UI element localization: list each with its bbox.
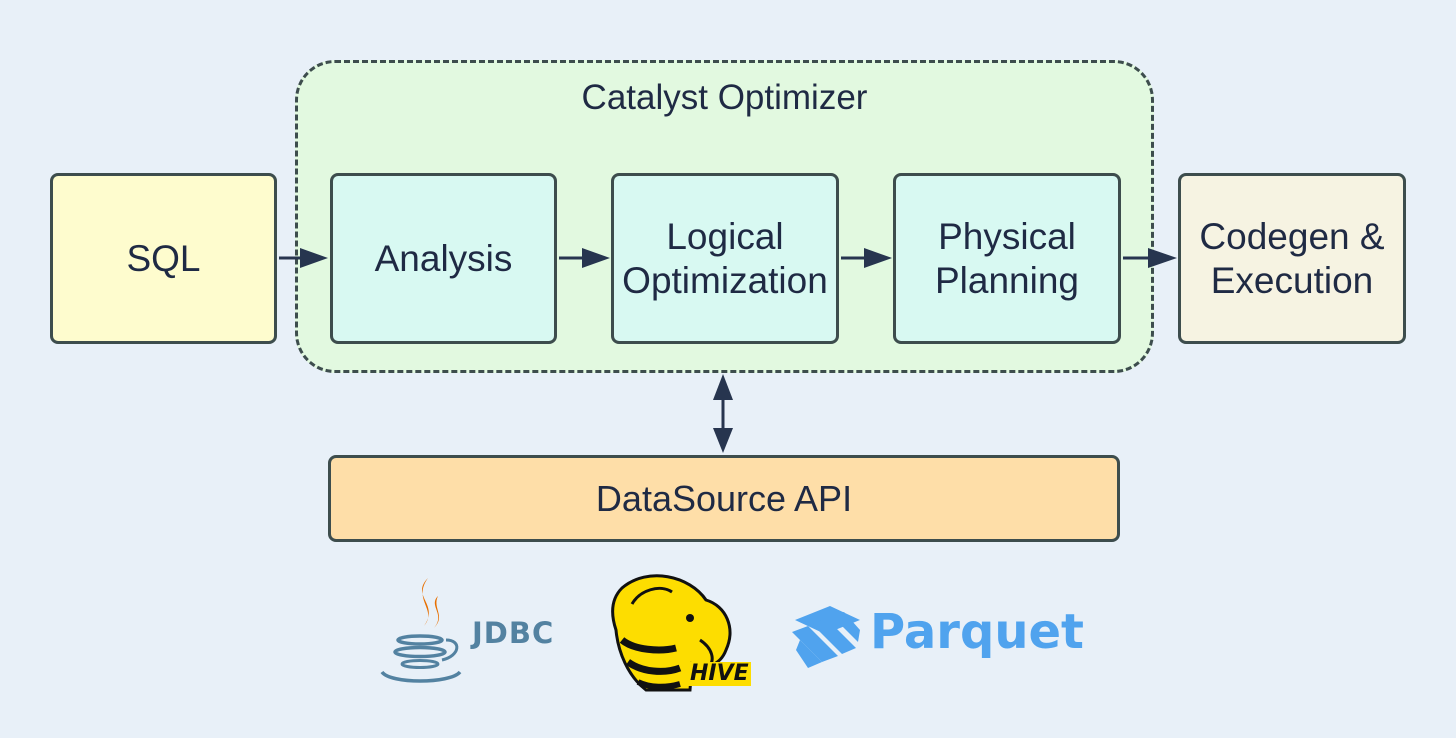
parquet-logo-label: Parquet — [870, 604, 1084, 660]
sql-node-label: SQL — [126, 237, 201, 279]
analysis-node: Analysis — [330, 173, 557, 344]
physical-planning-node: Physical Planning — [893, 173, 1121, 344]
arrow-analysis-to-logical — [559, 248, 610, 268]
codegen-execution-label-line1: Codegen & — [1199, 215, 1385, 257]
codegen-execution-node: Codegen & Execution — [1178, 173, 1406, 344]
arrow-physical-to-codegen — [1123, 248, 1177, 268]
logical-optimization-node: Logical Optimization — [611, 173, 839, 344]
hive-logo-label: HIVE — [688, 661, 751, 686]
physical-planning-label-line2: Planning — [934, 259, 1079, 301]
codegen-execution-label-line2: Execution — [1210, 259, 1374, 301]
datasource-api-node: DataSource API — [328, 455, 1120, 542]
logical-optimization-label-line1: Logical — [666, 215, 784, 257]
catalyst-optimizer-title: Catalyst Optimizer — [581, 78, 868, 117]
arrow-sql-to-analysis — [279, 248, 328, 268]
java-cup-icon — [380, 578, 462, 683]
hive-elephant-bee-icon — [611, 574, 732, 692]
logical-optimization-label-line2: Optimization — [622, 259, 828, 301]
jdbc-logo-label: JDBC — [472, 616, 555, 650]
analysis-node-label: Analysis — [374, 237, 513, 279]
physical-planning-label-line1: Physical — [938, 215, 1076, 257]
arrow-logical-to-physical — [841, 248, 892, 268]
parquet-icon — [792, 606, 860, 668]
datasource-api-label: DataSource API — [595, 477, 853, 519]
arrow-catalyst-datasource-bidirectional — [713, 374, 733, 453]
sql-node: SQL — [50, 173, 277, 344]
